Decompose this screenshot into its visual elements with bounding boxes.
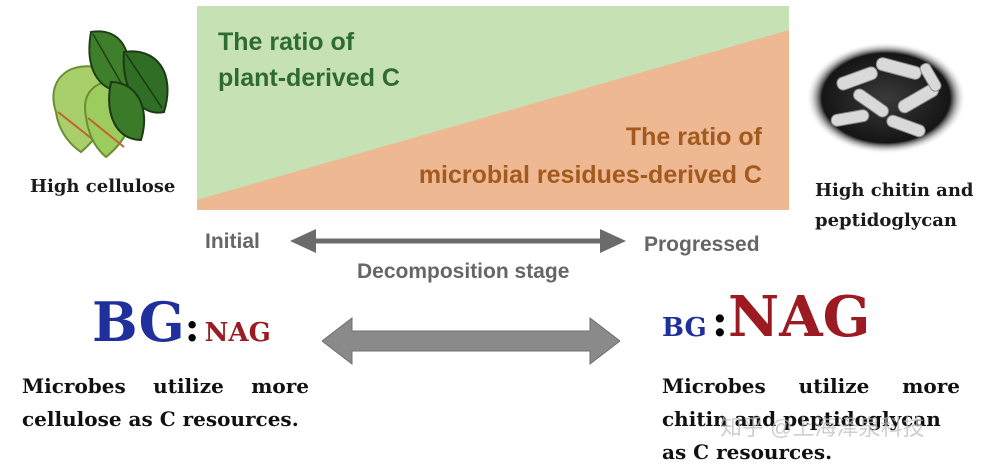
microbe-ratio-label: The ratio of microbial residues-derived … [350,118,762,194]
stage-caption: Decomposition stage [357,260,570,283]
microbe-region [197,30,789,210]
green-leaves-icon [52,30,169,159]
left-bg-text: BG [92,290,185,354]
cellulose-label: High cellulose [30,176,176,197]
stage-double-arrow-icon [290,229,626,253]
left-nag-text: NAG [204,318,271,348]
right-bg-text: BG [662,313,707,343]
ratio-panel [197,6,789,210]
plant-ratio-line1: The ratio of [218,28,355,56]
left-description-line1: Microbes utilize more [22,374,309,398]
ratio-double-arrow-icon [322,316,620,366]
left-colon-text: : [184,304,200,351]
left-description: Microbes utilize more cellulose as C res… [22,370,309,436]
watermark: 知乎 @上海泽泉科技 [720,415,925,440]
stage-end-label: Progressed [644,233,760,256]
plant-ratio-line2: plant-derived C [218,64,400,92]
chitin-label-line1: High chitin and [815,180,974,201]
microbe-micrograph-icon [806,42,966,154]
right-nag-text: NAG [728,284,871,350]
right-description-line2: chitin and peptidoglycan [662,407,941,431]
right-description: Microbes utilize more chitin and peptido… [662,370,960,469]
chitin-label: High chitin and peptidoglycan [815,176,990,236]
right-description-line3: as C resources. [662,440,833,464]
right-colon-text: : [711,296,729,347]
microbe-ratio-line2: microbial residues-derived C [418,161,762,189]
chitin-label-line2: peptidoglycan [815,210,957,231]
plant-ratio-label: The ratio of plant-derived C [218,24,578,96]
right-description-line1: Microbes utilize more [662,374,960,398]
microbe-ratio-line1: The ratio of [625,123,762,151]
left-description-line2: cellulose as C resources. [22,407,299,431]
right-enzyme-ratio: BG :NAG [662,284,870,350]
left-enzyme-ratio: BG: NAG [92,290,271,354]
stage-start-label: Initial [205,230,260,253]
